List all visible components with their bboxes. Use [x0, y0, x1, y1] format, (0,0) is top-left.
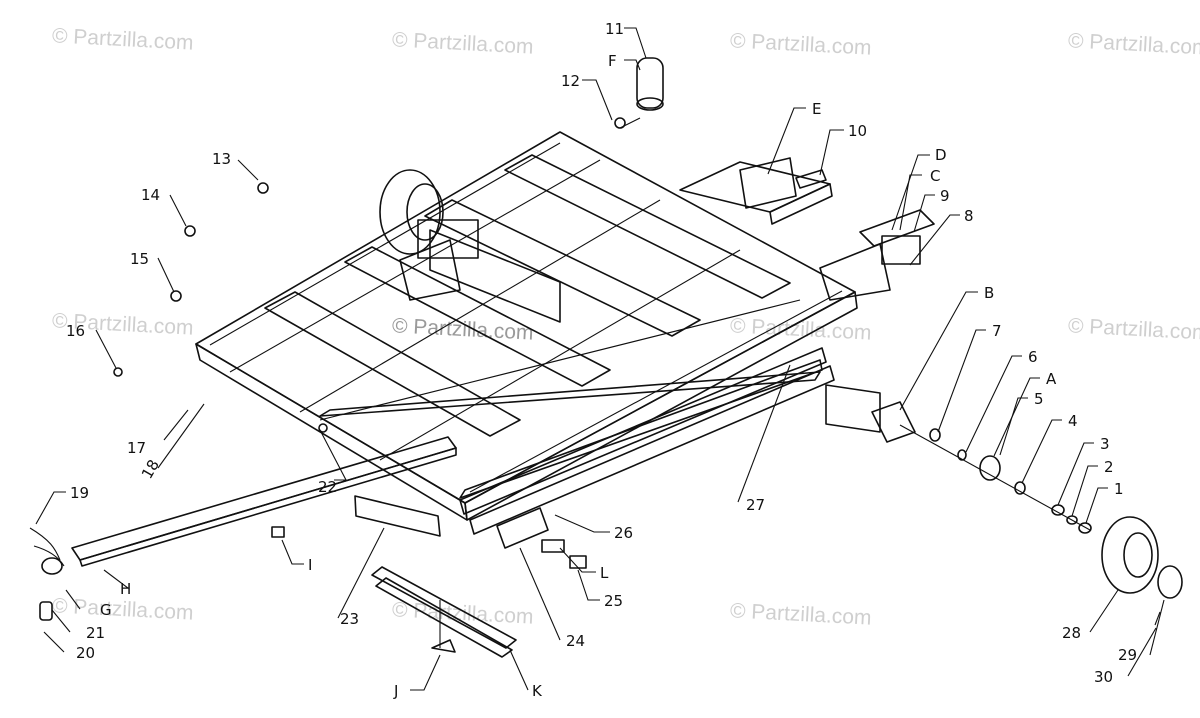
callout-24: 24	[566, 632, 585, 650]
callout-1: 1	[1114, 480, 1124, 498]
callout-25: 25	[604, 592, 623, 610]
callout-21: 21	[86, 624, 105, 642]
callout-E: E	[812, 100, 821, 118]
callouts: 11 F 12 E 10 D C 9 8 13 14 15 16 17 18 2…	[66, 20, 1137, 700]
callout-8: 8	[964, 207, 974, 225]
callout-F: F	[608, 52, 617, 70]
callout-18: 18	[138, 456, 163, 482]
callout-12: 12	[561, 72, 580, 90]
spare-tire	[379, 169, 561, 323]
callout-D: D	[935, 146, 947, 164]
callout-L: L	[600, 564, 609, 582]
callout-J: J	[393, 682, 398, 700]
callout-B: B	[984, 284, 994, 302]
callout-10: 10	[848, 122, 867, 140]
axle-hub	[825, 384, 1092, 534]
hardware	[113, 182, 328, 538]
road-wheel	[1101, 516, 1183, 626]
callout-14: 14	[141, 186, 160, 204]
tongue-hitch	[29, 436, 457, 621]
callout-16: 16	[66, 322, 85, 340]
ramp	[371, 566, 517, 658]
callout-3: 3	[1100, 435, 1110, 453]
tongue-extensions	[679, 157, 935, 301]
callout-K: K	[532, 682, 543, 700]
callout-I: I	[308, 556, 312, 574]
side-rails	[354, 347, 835, 569]
trailer-frame	[195, 131, 858, 521]
callout-23: 23	[340, 610, 359, 628]
callout-19: 19	[70, 484, 89, 502]
callout-H: H	[120, 580, 131, 598]
callout-2: 2	[1104, 458, 1114, 476]
callout-20: 20	[76, 644, 95, 662]
jack	[614, 57, 664, 129]
callout-5: 5	[1034, 390, 1044, 408]
callout-G: G	[100, 601, 112, 619]
callout-22: 22	[318, 478, 337, 496]
callout-17: 17	[127, 439, 146, 457]
callout-27: 27	[746, 496, 765, 514]
callout-13: 13	[212, 150, 231, 168]
callout-9: 9	[940, 187, 950, 205]
callout-29: 29	[1118, 646, 1137, 664]
callout-26: 26	[614, 524, 633, 542]
callout-4: 4	[1068, 412, 1078, 430]
callout-28: 28	[1062, 624, 1081, 642]
callout-A: A	[1046, 370, 1057, 388]
callout-6: 6	[1028, 348, 1038, 366]
callout-7: 7	[992, 322, 1002, 340]
leader-lines	[35, 27, 1165, 691]
callout-15: 15	[130, 250, 149, 268]
callout-C: C	[930, 167, 940, 185]
callout-11: 11	[605, 20, 624, 38]
callout-30: 30	[1094, 668, 1113, 686]
